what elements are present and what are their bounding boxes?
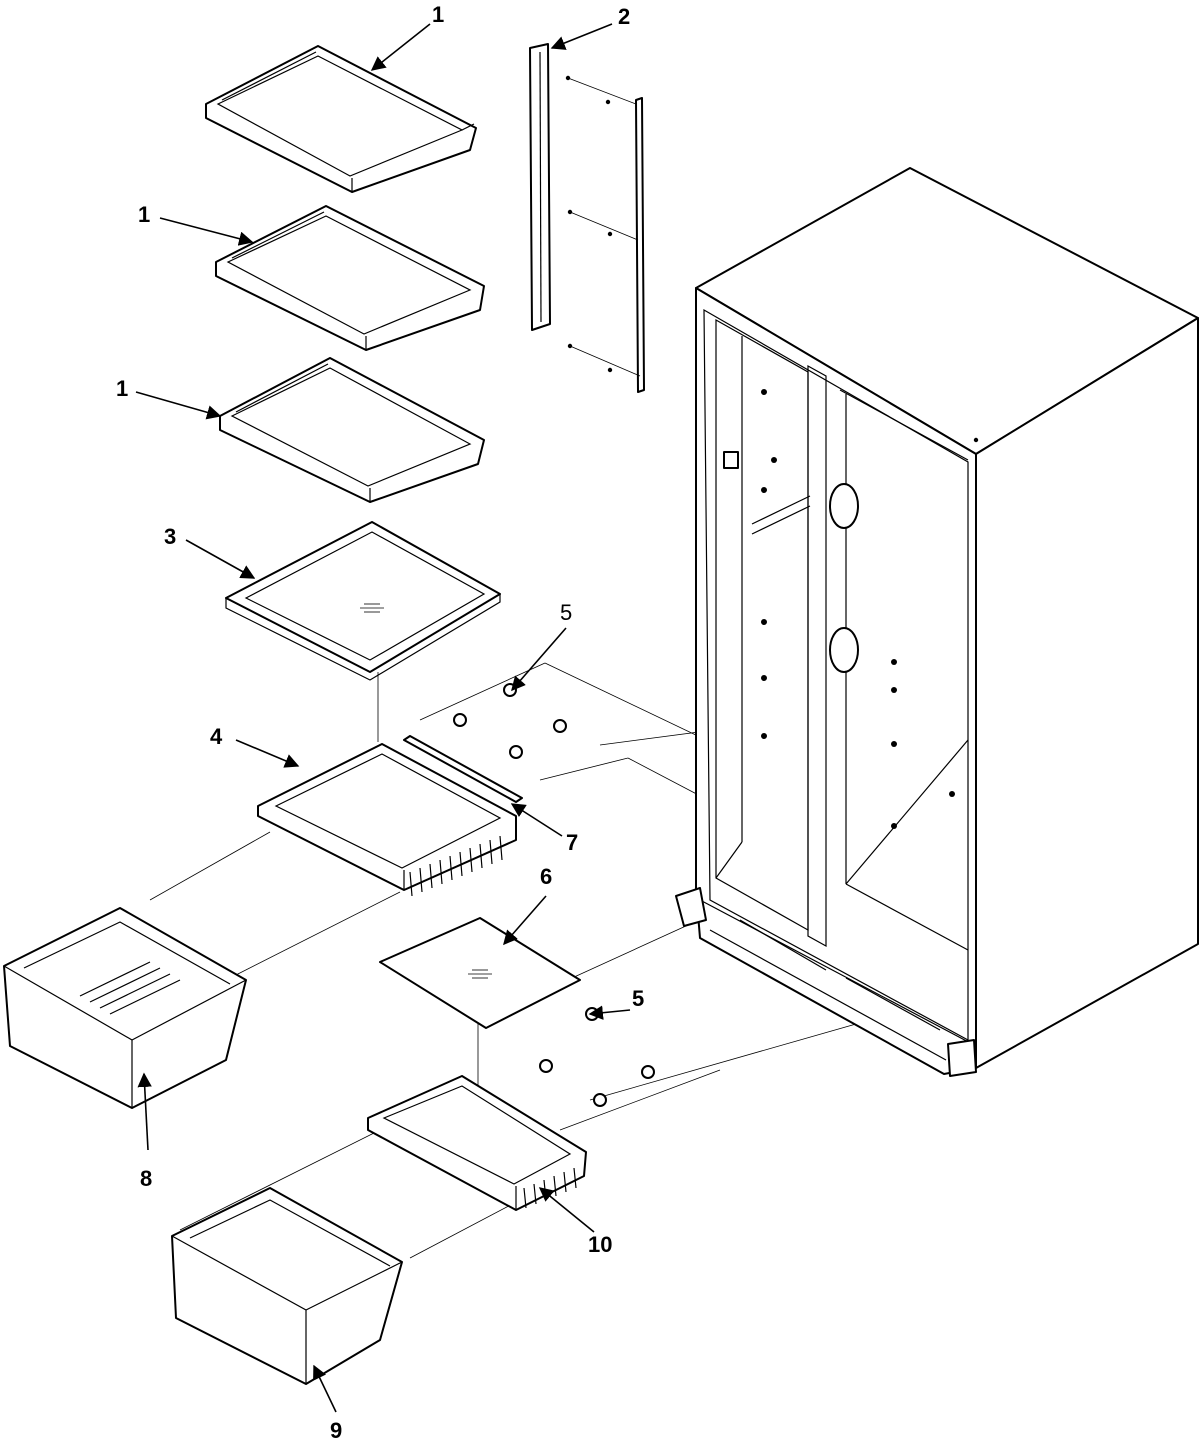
callout-8: 8 <box>140 1166 152 1191</box>
glass-shelf <box>225 521 501 681</box>
crisper-frame-upper <box>257 743 517 897</box>
callout-1-lower: 1 <box>116 376 128 401</box>
shelf-1c <box>219 357 485 503</box>
shelf-1a <box>205 45 477 193</box>
crisper-drawer-upper <box>3 907 247 1109</box>
seal-strip <box>403 735 523 803</box>
shelf-1b <box>215 205 485 351</box>
crisper-frame-lower <box>367 1075 587 1211</box>
callout-1-top: 1 <box>432 2 444 27</box>
callout-5-lower: 5 <box>632 986 644 1011</box>
alignment-lines <box>149 662 941 1259</box>
callout-6: 6 <box>540 864 552 889</box>
callout-9: 9 <box>330 1418 342 1441</box>
refrigerator-cabinet <box>675 167 1199 1077</box>
callout-4: 4 <box>210 724 223 749</box>
crisper-drawer-lower <box>171 1187 403 1385</box>
callout-7: 7 <box>566 830 578 855</box>
callout-2: 2 <box>618 4 630 29</box>
callout-labels: 1 1 1 2 3 4 5 5 6 7 8 9 10 <box>116 2 644 1441</box>
callout-1-middle: 1 <box>138 202 150 227</box>
callout-5-upper: 5 <box>560 600 572 625</box>
glass-insert <box>379 917 581 1029</box>
callout-10: 10 <box>588 1232 612 1257</box>
leader-lines <box>135 23 631 1413</box>
screws-lower <box>539 1007 655 1107</box>
shelf-rail <box>529 43 645 393</box>
screws-upper <box>453 683 567 759</box>
callout-3: 3 <box>164 524 176 549</box>
